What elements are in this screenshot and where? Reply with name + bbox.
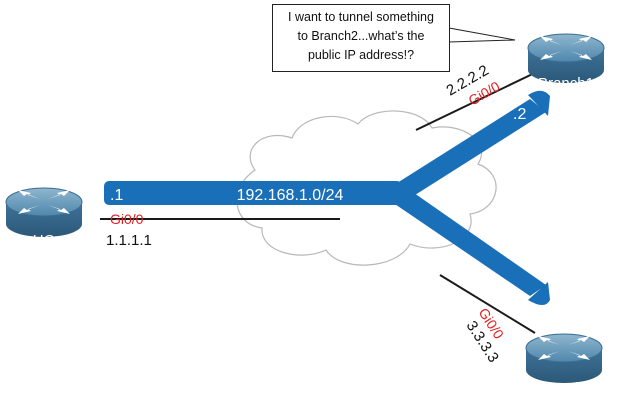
branch1-host-label: .2 <box>513 106 526 123</box>
branch2-router-icon[interactable] <box>525 333 603 384</box>
branch2-link <box>439 274 536 334</box>
hq-public-ip: 1.1.1.1 <box>106 232 152 249</box>
branch1-link <box>415 67 546 131</box>
branch2-host-label: .3 <box>512 296 525 313</box>
callout-line-1: I want to tunnel something <box>288 10 434 24</box>
branch2-name: Branch2 <box>536 380 592 397</box>
hq-name: HQ <box>33 232 56 249</box>
callout-tail <box>448 27 516 43</box>
callout-line-2: to Branch2...what’s the <box>297 29 425 43</box>
branch1-name: Branch1 <box>538 75 594 92</box>
callout-line-3: public IP address!? <box>307 48 415 62</box>
subnet-band <box>104 90 550 305</box>
hq-router-icon[interactable] <box>5 187 83 238</box>
callout-bubble: I want to tunnel something to Branch2...… <box>272 4 450 72</box>
subnet-label: 192.168.1.0/24 <box>237 187 344 204</box>
hq-host-label: .1 <box>110 187 123 204</box>
hq-interface-label: Gi0/0 <box>110 211 144 227</box>
